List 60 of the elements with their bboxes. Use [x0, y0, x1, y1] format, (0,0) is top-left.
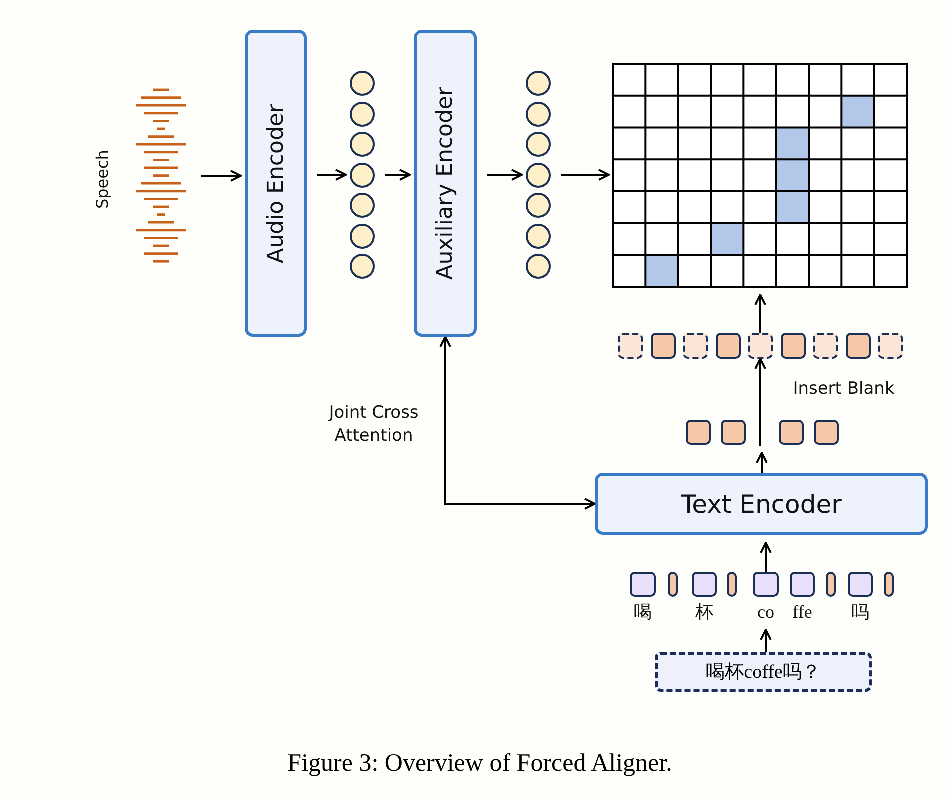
token-label: ffe: [792, 601, 814, 624]
figure-caption: Figure 3: Overview of Forced Aligner.: [286, 750, 674, 779]
token-label: 喝: [633, 601, 653, 624]
token-box: [630, 572, 656, 597]
token-label: 吗: [850, 601, 870, 624]
arrow: [201, 170, 242, 182]
encoder-box: Text Encoder: [595, 473, 928, 535]
token-box: [727, 572, 737, 597]
embedding-circle: [526, 71, 551, 96]
token-box: [884, 572, 894, 597]
token-box: [650, 333, 676, 359]
blank-token: [683, 333, 708, 359]
token-box: [826, 572, 836, 597]
token-box: [692, 572, 717, 597]
blank-token: [748, 333, 773, 359]
token-box: [848, 572, 873, 597]
token-box: [716, 333, 740, 359]
blank-token: [618, 333, 643, 359]
token-box: [790, 572, 815, 597]
waveform-icon: [133, 88, 189, 264]
arrow: [440, 336, 596, 510]
embedding-circle: [526, 254, 551, 279]
embedding-circle: [526, 224, 551, 248]
embedding-circle: [350, 224, 375, 248]
input-label: Speech: [92, 150, 114, 212]
input-text-box: 喝杯coffe吗？: [655, 652, 872, 692]
embedding-circle: [526, 102, 551, 126]
embedding-circle: [350, 71, 375, 96]
arrow: [561, 169, 610, 181]
token-box: [721, 420, 746, 445]
token-box: [779, 420, 804, 445]
embedding-circle: [350, 193, 375, 218]
encoder-box: Auxiliary Encoder: [414, 30, 477, 337]
embedding-circle: [526, 193, 551, 218]
token-box: [686, 420, 711, 445]
embedding-circle: [350, 132, 375, 157]
arrow: [754, 294, 766, 333]
arrow: [760, 629, 772, 652]
embedding-circle: [350, 102, 375, 126]
token-label: 杯: [694, 601, 714, 624]
blank-token: [813, 333, 838, 359]
arrow: [317, 169, 347, 181]
arrow: [760, 542, 772, 572]
alignment-grid: [612, 63, 908, 288]
token-box: [668, 572, 678, 597]
embedding-circle: [526, 132, 551, 157]
blank-token: [878, 333, 903, 359]
arrow: [487, 169, 523, 181]
token-box: [846, 333, 870, 359]
arrow: [385, 169, 411, 181]
encoder-box: Audio Encoder: [245, 30, 307, 337]
token-label: co: [756, 601, 776, 624]
embedding-circle: [526, 162, 551, 188]
token-box: [780, 333, 806, 359]
arrow: [756, 452, 768, 473]
token-box: [753, 572, 779, 597]
embedding-circle: [350, 254, 375, 279]
token-box: [814, 420, 839, 445]
arrow: [754, 358, 766, 446]
embedding-circle: [350, 162, 375, 188]
